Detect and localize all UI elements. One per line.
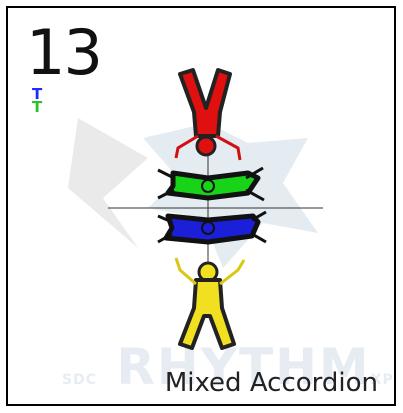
yellow-jumper — [174, 257, 246, 350]
blue-marker: T — [32, 85, 43, 103]
blue-jumper — [157, 210, 267, 245]
red-jumper — [174, 68, 242, 161]
formation-card: SDC RHYTHMXP — [6, 6, 396, 406]
jumper-markers: T T — [32, 85, 43, 116]
green-marker: T — [32, 98, 43, 116]
green-jumper — [157, 166, 265, 202]
formation-title: Mixed Accordion — [164, 368, 378, 398]
slot-number: 13 — [26, 16, 103, 89]
formation-diagram — [68, 68, 323, 350]
watermark-logo: SDC RHYTHMXP — [62, 338, 394, 396]
